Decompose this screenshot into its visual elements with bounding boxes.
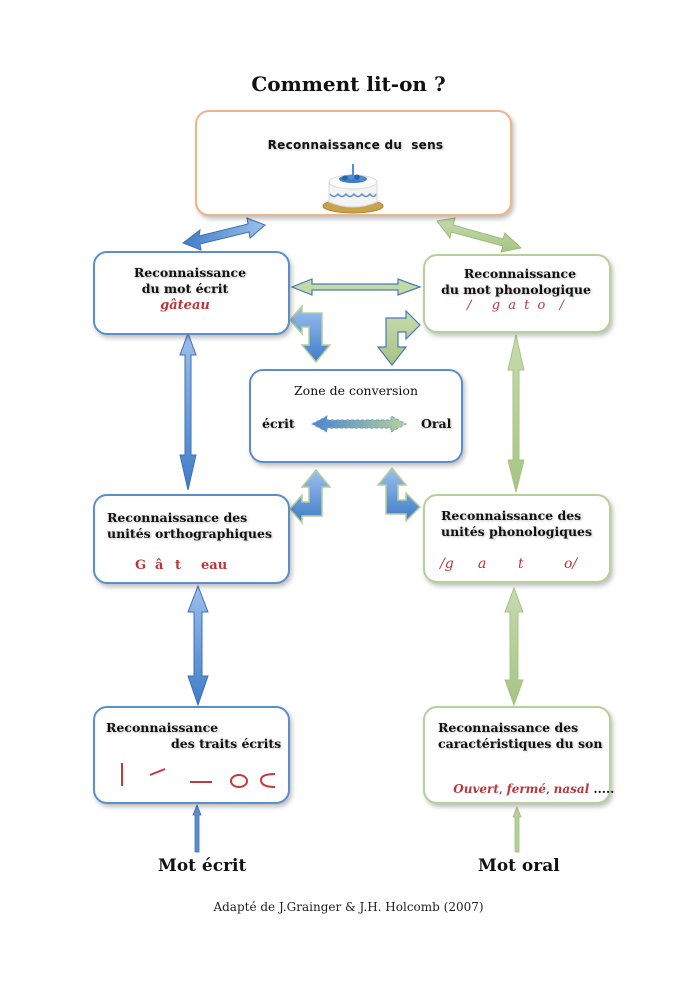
- box-caracteristiques-son: Reconnaissance des caractéristiques du s…: [423, 706, 614, 804]
- source-caption: Adapté de J.Grainger & J.H. Holcomb (200…: [213, 900, 484, 914]
- unit: eau: [201, 558, 228, 573]
- feature: nasal: [553, 782, 590, 796]
- unit: a: [478, 556, 487, 572]
- box-mot-phonologique: Reconnaissance du mot phonologique / g a…: [423, 254, 611, 333]
- unit: o/: [564, 556, 578, 572]
- open-curve-stroke: [259, 773, 276, 788]
- arrow-input-mot-oral: [512, 805, 522, 853]
- diagram-title: Comment lit-on ?: [251, 72, 446, 96]
- box-unites-orthographiques: Reconnaissance des unités orthographique…: [93, 494, 290, 584]
- unit: G: [135, 558, 147, 573]
- cake-icon: [322, 164, 384, 214]
- input-mot-oral: Mot oral: [478, 856, 560, 876]
- unites-phono-line2: unités phonologiques: [441, 524, 593, 539]
- arrow-unites-ortho-traits: [187, 584, 209, 707]
- arrow-mot-ecrit-unites-ortho: [179, 331, 197, 491]
- circle-stroke: [230, 774, 248, 788]
- sens-label: Reconnaissance du sens: [267, 138, 444, 152]
- arrow-conversion-unites-ortho: [289, 468, 332, 526]
- traits-line1: Reconnaissance: [106, 720, 219, 735]
- mot-phono-example: / g a t o /: [467, 298, 566, 313]
- arrow-unites-phono-caracteristiques: [504, 586, 524, 707]
- mot-ecrit-example: gâteau: [160, 298, 210, 313]
- conversion-left-label: écrit: [262, 416, 295, 431]
- box-mot-ecrit: Reconnaissance du mot écrit gâteau: [93, 251, 290, 335]
- unit: t: [518, 556, 524, 572]
- box-reconnaissance-sens: Reconnaissance du sens: [195, 110, 512, 216]
- unit: t: [175, 558, 182, 573]
- arrow-sens-mot-ecrit: [181, 217, 266, 251]
- caracteristiques-line1: Reconnaissance des: [438, 720, 579, 735]
- arrow-mot-ecrit-mot-phono: [290, 278, 422, 296]
- feature: fermé: [506, 782, 547, 796]
- unites-phono-line1: Reconnaissance des: [441, 508, 582, 523]
- mot-phono-line2: du mot phonologique: [441, 282, 591, 297]
- box-unites-phonologiques: Reconnaissance des unités phonologiques …: [423, 494, 611, 583]
- separator: ,: [498, 782, 507, 796]
- caracteristiques-features: Ouvert, fermé, nasal .....: [438, 768, 614, 810]
- traits-strokes: [121, 763, 276, 788]
- mot-phono-line1: Reconnaissance: [463, 266, 577, 281]
- mot-ecrit-line1: Reconnaissance: [133, 265, 247, 280]
- mot-ecrit-line2: du mot écrit: [141, 281, 229, 296]
- traits-line2: des traits écrits: [171, 736, 282, 751]
- arrow-input-mot-ecrit: [192, 803, 202, 853]
- arrow-sens-mot-phono: [436, 217, 523, 253]
- box-traits-ecrits: Reconnaissance des traits écrits: [93, 706, 290, 804]
- unites-ortho-line2: unités orthographiques: [107, 526, 272, 541]
- separator: ,: [546, 782, 554, 796]
- conversion-double-arrow: [311, 415, 407, 433]
- ellipsis: .....: [589, 782, 615, 796]
- box-zone-conversion: Zone de conversion écrit Oral: [249, 369, 463, 463]
- arrow-conversion-mot-phono: [376, 309, 421, 366]
- conversion-right-label: Oral: [421, 416, 452, 431]
- feature: Ouvert: [453, 782, 499, 796]
- arrow-conversion-unites-phono: [376, 466, 422, 523]
- arrow-mot-phono-unites-phono: [507, 334, 525, 493]
- unit: â: [155, 558, 164, 573]
- arrow-mot-ecrit-conversion: [289, 303, 332, 364]
- conversion-label: Zone de conversion: [293, 383, 418, 398]
- unit: /g: [440, 556, 454, 572]
- oblique-stroke: [149, 768, 166, 776]
- caracteristiques-line2: caractéristiques du son: [438, 736, 603, 751]
- input-mot-ecrit: Mot écrit: [158, 856, 247, 876]
- unites-ortho-line1: Reconnaissance des: [107, 510, 248, 525]
